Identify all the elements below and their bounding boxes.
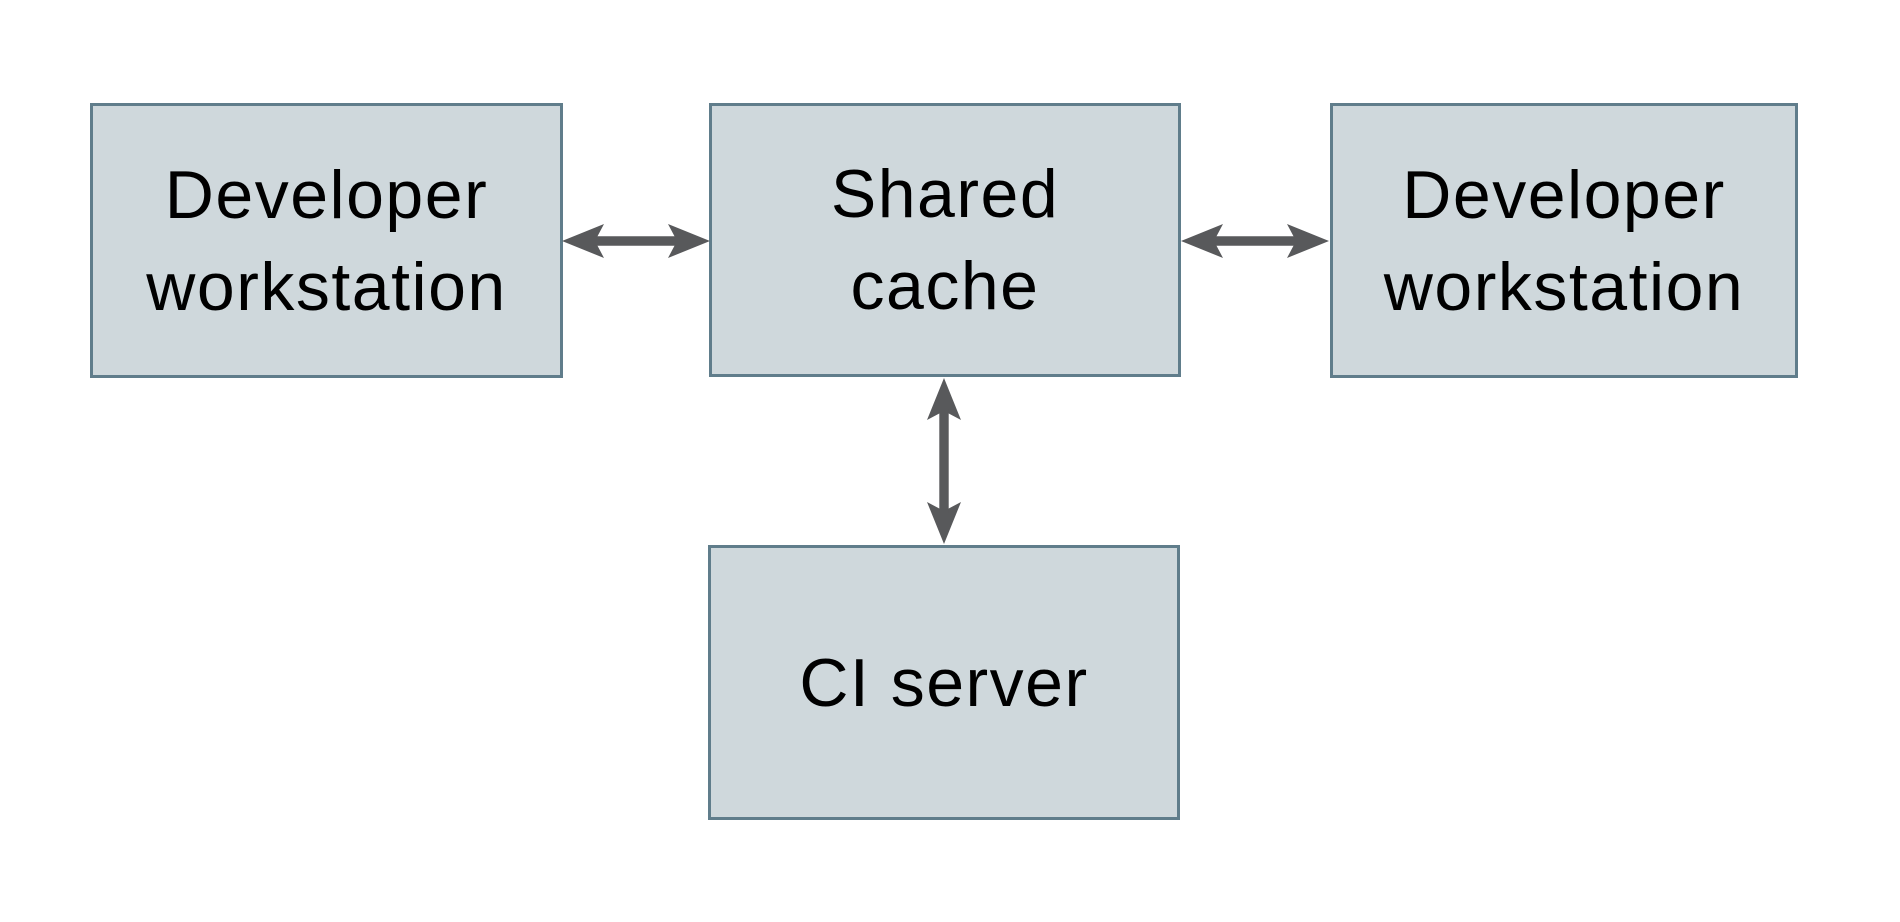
node-developer-workstation-right: Developer workstation [1330,103,1798,378]
bidirectional-arrow-icon [927,378,961,544]
node-label: Developer workstation [1384,149,1744,333]
node-ci-server: CI server [708,545,1180,820]
node-label-line: cache [850,248,1040,324]
node-label-line: Developer [164,156,489,233]
node-label: Developer workstation [146,149,506,333]
node-label-line: Developer [1402,156,1726,233]
node-label-line: Shared [830,156,1060,232]
node-shared-cache: Shared cache [709,103,1181,377]
node-label-line: CI server [799,644,1089,721]
node-label-line: workstation [1383,248,1745,325]
node-label-line: workstation [146,248,507,325]
node-label: Shared cache [831,148,1059,332]
bidirectional-arrow-icon [1181,224,1329,258]
node-developer-workstation-left: Developer workstation [90,103,563,378]
node-label: CI server [799,637,1088,729]
bidirectional-arrow-icon [562,224,710,258]
